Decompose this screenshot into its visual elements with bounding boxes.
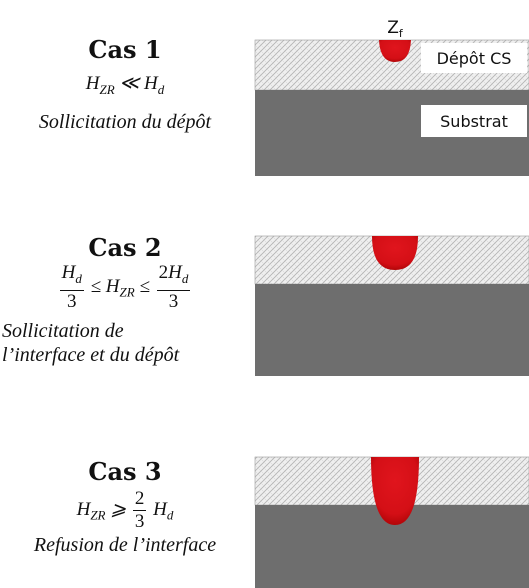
case-1-desc-line: Sollicitation du dépôt — [38, 110, 212, 133]
substrate-layer — [255, 284, 529, 376]
case-2-desc-line: Sollicitation de — [2, 319, 124, 342]
melt-zone — [372, 236, 418, 270]
depot-label: Dépôt CS — [437, 49, 512, 68]
diagram-case-2 — [254, 235, 529, 376]
case-3-desc-line: Refusion de l’interface — [33, 534, 217, 556]
zf-label: Zf — [387, 18, 404, 40]
diagram-case-3 — [254, 456, 529, 588]
zf-subscript: f — [399, 27, 404, 40]
case-2-desc-line: l’interface et du dépôt — [2, 343, 180, 366]
case-1-description: Sollicitation du dépôt — [0, 110, 250, 134]
case-1-title: Cas 1 — [88, 35, 162, 64]
case-3-title: Cas 3 — [88, 457, 162, 486]
case-1-condition: HZR ≪ Hd — [85, 73, 165, 97]
melt-zone — [379, 40, 411, 62]
case-1-text: Cas 1 HZR ≪ Hd Sollicitation du dépôt — [0, 36, 250, 134]
case-3-description: Refusion de l’interface — [0, 533, 250, 557]
case-2-title: Cas 2 — [88, 233, 162, 262]
substrat-label: Substrat — [440, 112, 508, 131]
case-2-description: Sollicitation de l’interface et du dépôt — [0, 319, 250, 367]
depot-label-box — [421, 43, 527, 73]
melt-zone — [371, 457, 419, 525]
substrat-label-box — [421, 105, 527, 137]
diagram-case-1: Dépôt CS Substrat Zf — [254, 18, 529, 176]
